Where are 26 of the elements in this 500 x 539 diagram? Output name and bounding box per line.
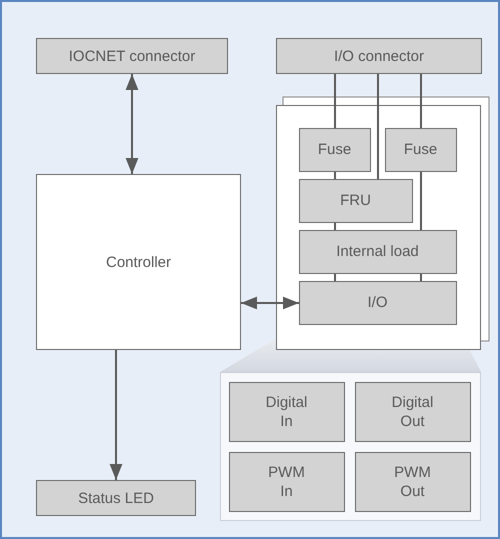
- connector-line: [420, 74, 422, 128]
- channel-box: PWM Out: [354, 452, 470, 512]
- arrow: [241, 296, 299, 310]
- channel-box: Digital Out: [354, 382, 470, 442]
- connector-box: I/O connector: [276, 38, 482, 74]
- arrow: [110, 350, 122, 480]
- channel-box: Digital In: [228, 382, 344, 442]
- connector-line: [334, 172, 336, 179]
- channel-box: PWM In: [228, 452, 344, 512]
- status-box: Status LED: [36, 480, 196, 516]
- fuse-box: Fuse: [298, 128, 370, 172]
- connector-line: [420, 274, 422, 281]
- connector-line: [334, 274, 336, 281]
- connector-line: [334, 74, 336, 128]
- connector-line: [420, 172, 422, 230]
- fru-box: FRU: [298, 178, 412, 222]
- module-box: [276, 105, 481, 350]
- connector-line: [334, 223, 336, 230]
- io-box: I/O: [298, 280, 456, 324]
- arrow: [126, 74, 138, 174]
- fuse-box: Fuse: [384, 128, 456, 172]
- connector-box: IOCNET connector: [36, 38, 228, 74]
- controller-box: Controller: [36, 174, 241, 350]
- load-box: Internal load: [298, 230, 456, 274]
- io-detail-panel: [220, 372, 481, 521]
- connector-line: [377, 74, 379, 179]
